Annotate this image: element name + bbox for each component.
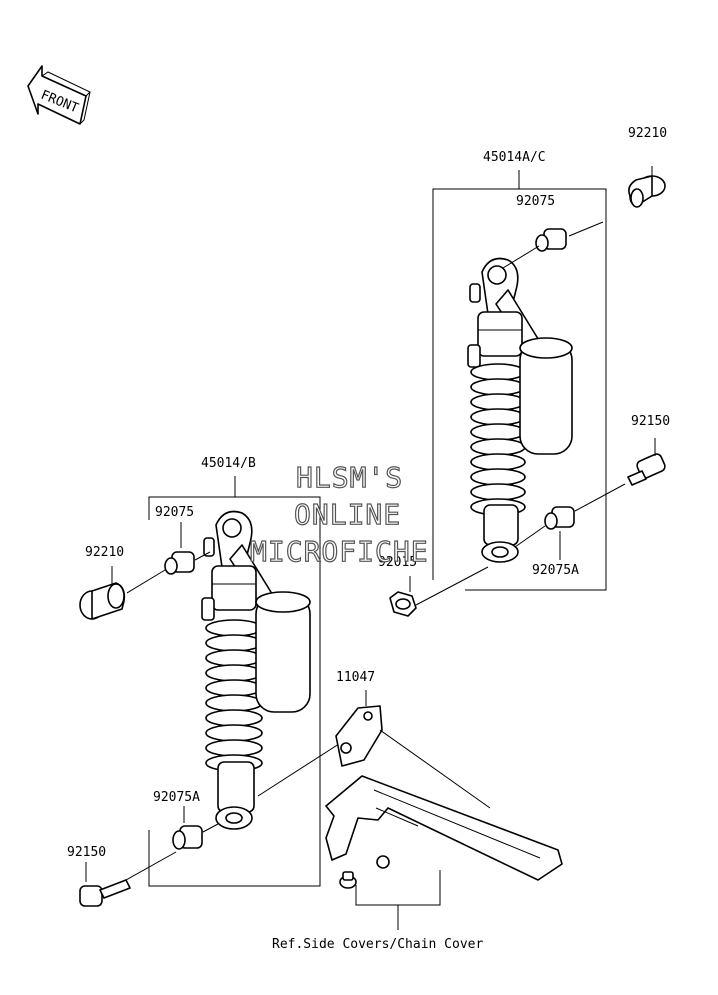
spring-coil [470, 393, 526, 411]
bushing-top-right [535, 228, 567, 252]
spring-coil [470, 453, 526, 471]
label-bushing-top-left: 92075 [155, 505, 194, 520]
nut [389, 591, 417, 617]
spring-coil [205, 649, 263, 667]
spring-coil [205, 619, 263, 637]
label-collar-left: 92210 [85, 545, 124, 560]
label-collar-top-right: 92210 [628, 126, 667, 141]
label-bushing-bottom-right: 92075A [532, 563, 579, 578]
grommet [339, 871, 357, 889]
collar-top-right [628, 175, 666, 208]
shock-absorber-right [467, 257, 573, 563]
bracket-11047 [335, 705, 383, 767]
label-shock-left: 45014/B [201, 456, 256, 471]
spring-coil [205, 724, 263, 742]
spring-coil [470, 378, 526, 396]
front-arrow-icon: FRONT [27, 65, 91, 125]
collar-left [79, 582, 126, 620]
shock-absorber-left [201, 510, 311, 830]
watermark-line-3: MICROFICHE [250, 535, 429, 568]
label-bushing-bottom-left: 92075A [153, 790, 200, 805]
spring-coil [470, 423, 526, 441]
spring-coil [470, 408, 526, 426]
label-bolt-left: 92150 [67, 845, 106, 860]
spring-coil [205, 739, 263, 757]
bushing-top-left [164, 551, 195, 575]
bushing-bottom-right [544, 506, 575, 530]
spring-coil [205, 694, 263, 712]
spring-coil [205, 709, 263, 727]
bolt-right [627, 453, 666, 486]
label-reference-note: Ref.Side Covers/Chain Cover [272, 937, 483, 952]
watermark-line-2: ONLINE [294, 498, 401, 531]
bushing-bottom-left [172, 825, 203, 850]
spring-coil [470, 483, 526, 501]
spring-coil [205, 634, 263, 652]
spring-coil [470, 468, 526, 486]
label-bracket: 11047 [336, 670, 375, 685]
reference-bracket [355, 870, 441, 906]
watermark-line-1: HLSM'S [296, 461, 403, 494]
chain-cover [325, 775, 563, 881]
spring-coil [470, 363, 526, 381]
label-bushing-top-right: 92075 [516, 194, 555, 209]
label-nut: 92015 [378, 555, 417, 570]
spring-coil [205, 664, 263, 682]
spring-coil [205, 679, 263, 697]
bolt-left [79, 879, 131, 907]
label-shock-right: 45014A/C [483, 150, 546, 165]
label-bolt-right: 92150 [631, 414, 670, 429]
spring-coil [470, 438, 526, 456]
shock-left-bracket-box [148, 496, 321, 887]
shock-right-bracket-box [432, 188, 607, 591]
